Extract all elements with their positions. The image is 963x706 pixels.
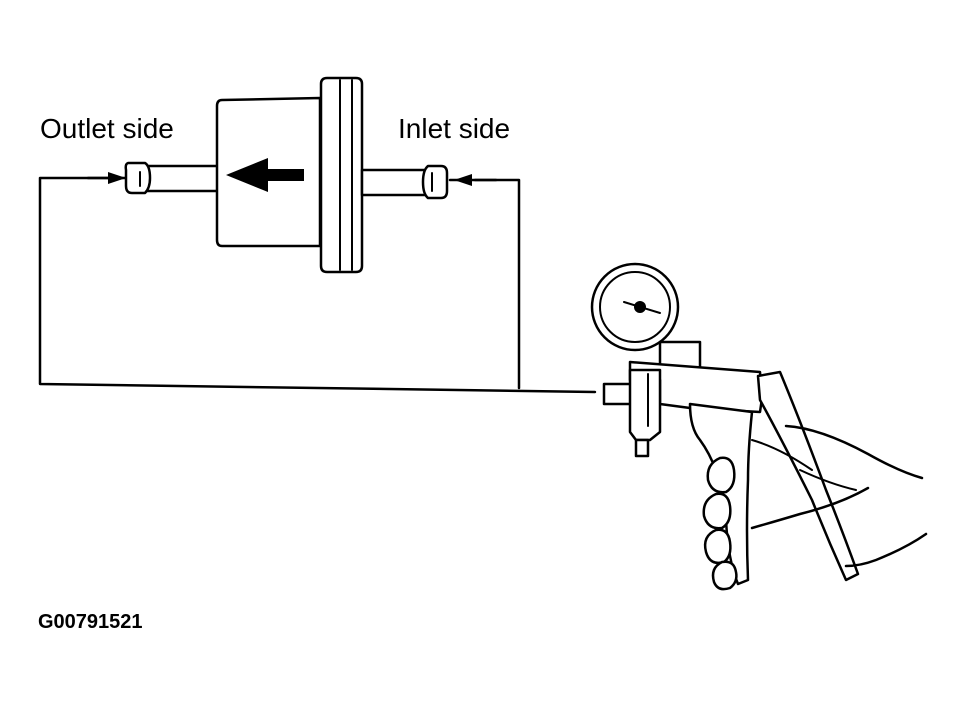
hand-icon: [702, 424, 928, 591]
inlet-arrow-icon: [454, 174, 498, 186]
inlet-side-label: Inlet side: [398, 113, 511, 144]
pressure-gauge-icon: [590, 262, 860, 586]
hose-circuit: [38, 176, 597, 394]
arrow-left-icon: [226, 158, 304, 192]
outlet-arrow-icon: [86, 172, 126, 184]
figure-code: G00791521: [38, 611, 143, 633]
fuel-filter: [124, 76, 449, 274]
outlet-side-label: Outlet side: [40, 113, 174, 144]
